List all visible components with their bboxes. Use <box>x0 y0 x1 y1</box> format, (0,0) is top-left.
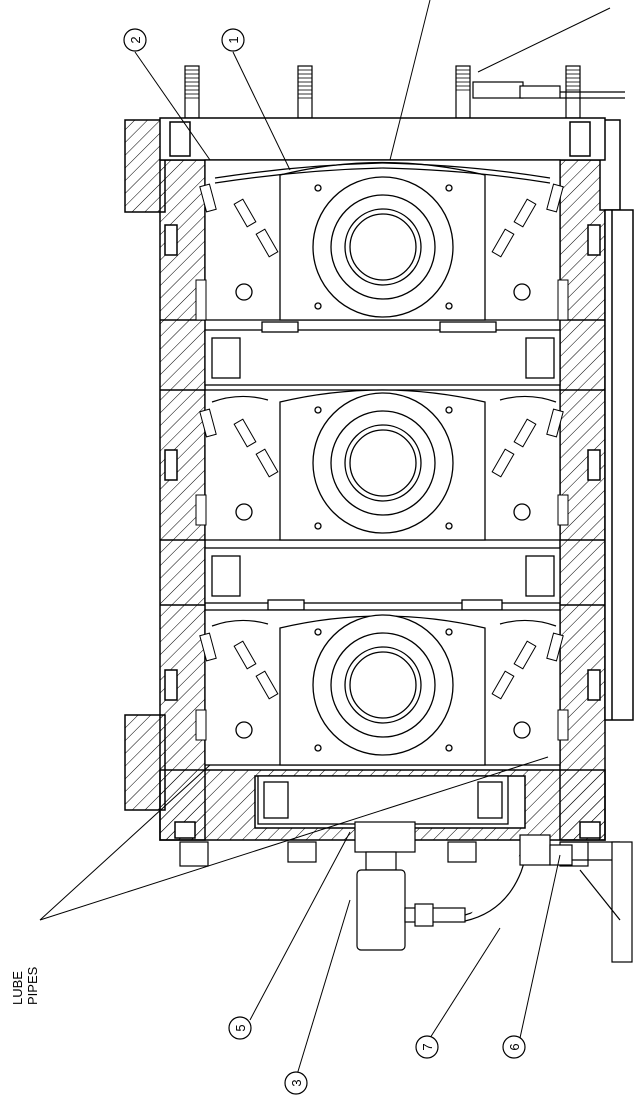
callout-2: 2 <box>123 28 147 52</box>
lube-pipes <box>211 162 557 627</box>
callout-2-label: 2 <box>128 36 143 43</box>
callout-1-label: 1 <box>226 36 241 43</box>
lube-pipes-line1: LUBE <box>10 971 25 1005</box>
callout-5: 5 <box>228 1016 252 1040</box>
callout-7-label: 7 <box>420 1043 435 1050</box>
bottom-hardware <box>179 821 633 963</box>
callout-3-label: 3 <box>289 1079 304 1086</box>
callout-7: 7 <box>415 1035 439 1059</box>
lube-pipes-line2: PIPES <box>25 966 40 1005</box>
callout-6-label: 6 <box>507 1043 522 1050</box>
lube-pipes-note: LUBE PIPES <box>10 966 40 1005</box>
leader-lines <box>39 0 611 1079</box>
callout-5-label: 5 <box>233 1024 248 1031</box>
lube-fittings <box>195 183 569 741</box>
callout-1: 1 <box>221 28 245 52</box>
callout-6: 6 <box>502 1035 526 1059</box>
top-studs <box>184 65 625 119</box>
roll-chocks <box>204 159 561 825</box>
callout-3: 3 <box>284 1071 308 1095</box>
